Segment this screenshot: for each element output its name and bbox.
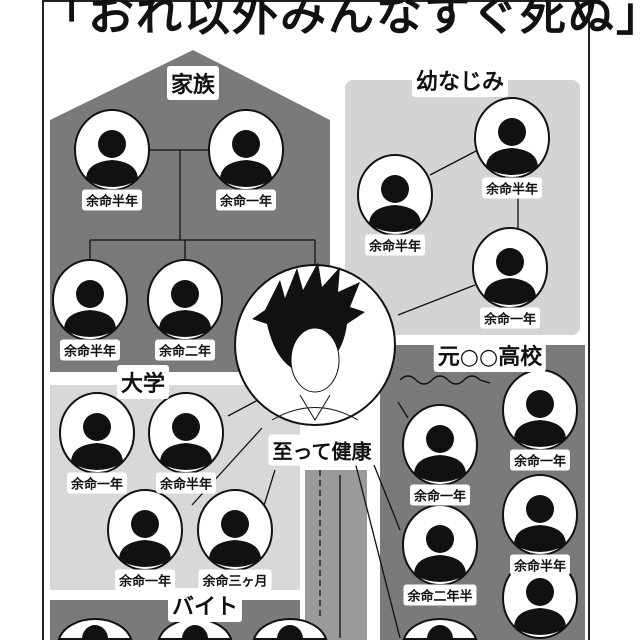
- avatar-highschool-2: [502, 474, 578, 556]
- group-label-parttime: バイト: [167, 588, 243, 622]
- life-expectancy-label: 余命半年: [481, 177, 543, 199]
- avatar-family-3: [147, 259, 223, 341]
- avatar-highschool-1: [402, 404, 478, 486]
- life-expectancy-label: 余命半年: [81, 189, 143, 211]
- avatar-university-0: [59, 392, 135, 474]
- life-expectancy-label: 余命一年: [215, 189, 277, 211]
- life-expectancy-label: 余命二年: [154, 339, 216, 361]
- group-label-university: 大学: [116, 365, 170, 399]
- avatar-parttime-1: [157, 618, 233, 640]
- life-expectancy-label: 余命半年: [509, 554, 571, 576]
- protagonist-portrait: [234, 262, 396, 426]
- life-expectancy-label: 余命一年: [409, 484, 471, 506]
- avatar-childhood-0: [474, 97, 550, 179]
- avatar-university-3: [197, 489, 273, 571]
- avatar-parttime-2: [252, 618, 328, 640]
- avatar-childhood-2: [472, 227, 548, 309]
- group-label-highschool: 元○○高校: [433, 338, 547, 372]
- group-label-childhood: 幼なじみ: [411, 63, 509, 97]
- life-expectancy-label: 余命二年半: [403, 584, 477, 606]
- avatar-family-1: [208, 109, 284, 191]
- life-expectancy-label: 余命一年: [66, 472, 128, 494]
- center-strip: [305, 470, 367, 640]
- life-expectancy-label: 余命半年: [364, 234, 426, 256]
- life-expectancy-label: 余命半年: [155, 472, 217, 494]
- avatar-childhood-1: [357, 154, 433, 236]
- avatar-parttime-0: [57, 618, 133, 640]
- avatar-university-2: [107, 489, 183, 571]
- life-expectancy-label: 余命一年: [114, 569, 176, 591]
- avatar-highschool-4: [502, 557, 578, 639]
- center-status: 至って健康: [268, 434, 376, 466]
- avatar-parttime-3: [402, 618, 478, 640]
- avatar-highschool-0: [502, 369, 578, 451]
- life-expectancy-label: 余命一年: [509, 449, 571, 471]
- panel-border: [42, 0, 590, 640]
- life-expectancy-label: 余命半年: [59, 339, 121, 361]
- life-expectancy-label: 余命一年: [479, 307, 541, 329]
- group-label-family: 家族: [166, 66, 220, 100]
- avatar-family-0: [74, 109, 150, 191]
- avatar-family-2: [52, 259, 128, 341]
- life-expectancy-label: 余命三ヶ月: [198, 569, 272, 591]
- avatar-university-1: [148, 392, 224, 474]
- page-title: 「おれ以外みんなすぐ死ぬ」: [40, 0, 640, 41]
- connector-lines: [89, 149, 519, 639]
- avatar-highschool-3: [402, 504, 478, 586]
